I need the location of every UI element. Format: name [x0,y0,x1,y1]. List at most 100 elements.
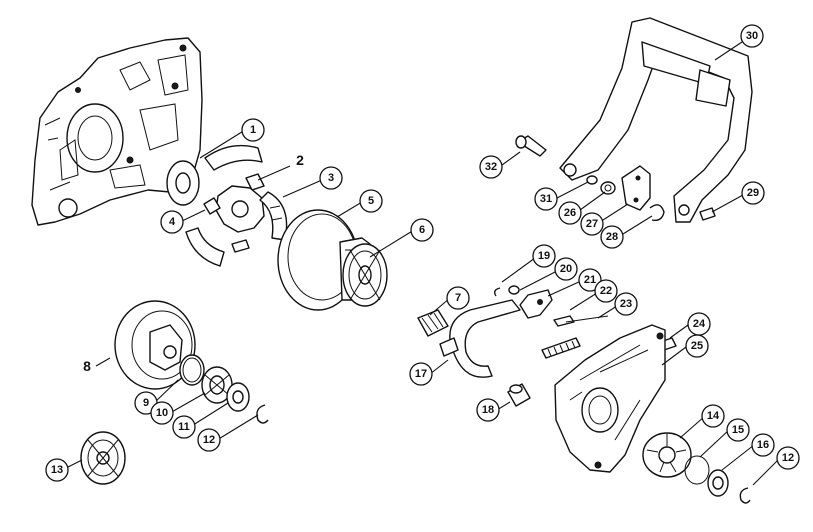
callout-21: 21 [578,268,602,292]
hand-guard [559,17,753,223]
svg-text:13: 13 [51,464,63,476]
callout-23: 23 [614,292,638,316]
callout-18: 18 [476,398,500,422]
callout-11: 11 [172,415,196,439]
callout-20: 20 [554,257,578,281]
svg-text:27: 27 [586,218,598,230]
callout-3: 3 [319,166,343,190]
rim-sprocket [342,243,388,307]
washer-small-part [508,285,520,295]
callout-14: 14 [701,404,725,428]
e-clip-left [256,404,269,424]
callout-17: 17 [409,362,433,386]
svg-text:8: 8 [83,358,91,374]
svg-text:22: 22 [600,285,612,297]
needle-bearing-part [201,366,233,404]
clutch-drum-assembly [114,300,196,390]
coil-spring-part [541,337,581,359]
svg-text:19: 19 [538,250,550,262]
svg-text:12: 12 [782,452,794,464]
callout-24: 24 [687,312,711,336]
rod-part [565,315,609,323]
callout-32: 32 [479,155,503,179]
callout-4: 4 [160,210,184,234]
svg-text:15: 15 [732,424,744,436]
svg-text:20: 20 [560,263,572,275]
callout-31: 31 [534,187,558,211]
svg-text:12: 12 [203,434,215,446]
clip-part-28 [649,204,665,222]
svg-text:26: 26 [564,207,576,219]
svg-text:11: 11 [178,421,190,433]
bushing-part-31 [586,175,598,185]
callout-8: 8 [83,358,91,374]
small-pin-part [493,287,501,297]
svg-text:30: 30 [746,30,758,42]
svg-text:1: 1 [250,124,256,136]
callout-27: 27 [580,212,604,236]
svg-text:16: 16 [757,439,769,451]
svg-text:21: 21 [584,274,596,286]
callout-22: 22 [594,279,618,303]
callout-16: 16 [751,433,775,457]
svg-text:3: 3 [328,172,334,184]
sprocket-cover [554,324,666,473]
pin-part [507,383,531,407]
clutch-shoe-upper [204,144,263,171]
svg-text:2: 2 [296,152,304,168]
svg-text:24: 24 [693,318,706,330]
washer-part-26 [600,181,616,195]
callout-12-left: 12 [197,428,221,452]
spring-small-part [553,315,575,327]
clutch-shoe-lower [185,227,225,267]
star-washer-part [642,432,692,478]
ring-part [179,354,205,386]
svg-text:25: 25 [691,340,703,352]
bolt-part-32 [515,135,547,157]
callout-15: 15 [726,418,750,442]
callout-12-right: 12 [776,446,800,470]
callout-19: 19 [532,244,556,268]
clutch-shoe-right [259,191,288,241]
callout-29: 29 [741,181,765,205]
svg-text:29: 29 [747,187,759,199]
clutch-spring-left [203,197,221,215]
washer-part-16 [707,469,729,497]
callout-28: 28 [600,225,624,249]
crankcase [31,37,203,226]
callout-5: 5 [359,189,383,213]
svg-text:9: 9 [143,397,149,409]
svg-text:7: 7 [455,292,461,304]
ring-part-15 [684,455,710,485]
callout-7: 7 [446,286,470,310]
svg-text:17: 17 [415,368,427,380]
svg-text:5: 5 [368,195,374,207]
clutch-spring-lower [231,239,250,253]
svg-text:32: 32 [485,161,497,173]
leader-lines [65,41,781,486]
callout-1: 1 [241,118,265,142]
e-clip-right [739,487,751,504]
svg-text:10: 10 [156,407,168,419]
callout-2: 2 [296,152,304,168]
callout-6: 6 [410,218,434,242]
clutch-hub [215,185,265,233]
svg-text:14: 14 [707,410,720,422]
thrust-washer-part [226,382,250,412]
lever-part [519,289,553,319]
svg-text:31: 31 [540,193,552,205]
callout-26: 26 [558,201,582,225]
bracket-part-27 [621,165,651,211]
svg-text:6: 6 [419,224,425,236]
sprocket-part [80,431,126,485]
svg-text:28: 28 [606,231,618,243]
callout-30: 30 [740,24,764,48]
svg-text:23: 23 [620,298,632,310]
clutch-spring-upper [245,173,265,191]
svg-text:18: 18 [482,404,494,416]
svg-text:4: 4 [169,216,176,228]
callout-13: 13 [45,458,69,482]
screw-part-29 [699,207,716,221]
brake-band-part [439,299,521,378]
